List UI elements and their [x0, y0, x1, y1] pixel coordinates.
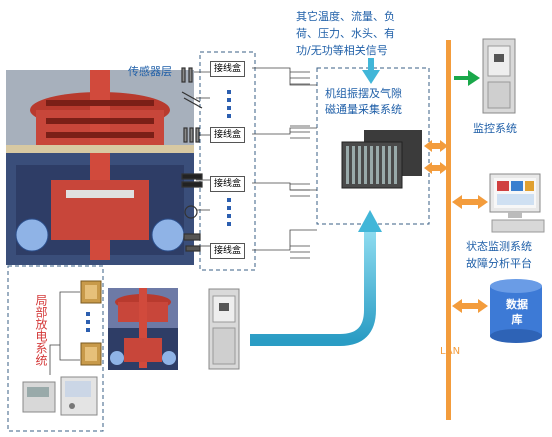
pd-sensor-top-icon — [80, 280, 102, 308]
right-lan-arrows — [452, 195, 488, 313]
acquisition-line-1: 机组振摆及气隙 — [325, 87, 402, 100]
acquisition-system-label: 机组振摆及气隙 磁通量采集系统 — [325, 86, 402, 118]
platform-line-1: 状态监测系统 — [466, 240, 532, 253]
signals-line-1: 其它温度、流量、负 — [296, 10, 395, 23]
junction-box-3: 接线盒 — [210, 176, 246, 192]
pd-pipe-arrow — [250, 230, 376, 346]
junction-box-4: 接线盒 — [210, 243, 246, 259]
lan-label: LAN — [440, 346, 461, 357]
sensor-probe-icon — [180, 66, 208, 270]
sensor-layer-label: 传感器层 — [128, 65, 172, 78]
generator-small-illustration — [108, 288, 178, 370]
signals-line-2: 荷、压力、水头、有 — [296, 27, 395, 40]
junction-dots — [86, 90, 231, 332]
collector-lan-arrows — [424, 140, 448, 174]
lan-bar — [446, 40, 451, 420]
acquisition-line-2: 磁通量采集系统 — [325, 103, 402, 116]
pd-pipe-arrow-head — [358, 210, 382, 232]
workstation-icon — [488, 172, 548, 240]
condition-platform-label: 状态监测系统 故障分析平台 — [466, 238, 532, 272]
monitoring-cabinet-icon — [482, 38, 516, 118]
other-signals-text: 其它温度、流量、负 荷、压力、水头、有 功/无功等相关信号 — [296, 8, 444, 59]
monitoring-system-label: 监控系统 — [473, 122, 517, 135]
database-label: 数据库 — [506, 298, 528, 326]
collector-rack-icon — [340, 128, 425, 194]
monitor-arrow-head — [468, 70, 480, 86]
junction-box-2: 接线盒 — [210, 127, 246, 143]
junction-box-1: 接线盒 — [210, 61, 246, 77]
pd-instrument-left-icon — [22, 378, 56, 418]
signals-line-3: 功/无功等相关信号 — [296, 44, 388, 57]
pd-dashed-box — [7, 265, 104, 432]
pd-instrument-right-icon — [60, 376, 98, 420]
partial-discharge-label: 局部放电系统 — [34, 294, 48, 366]
pd-sensor-bottom-icon — [80, 342, 102, 370]
database-icon — [488, 278, 544, 348]
sensor-dashed-box — [199, 51, 256, 271]
platform-line-2: 故障分析平台 — [466, 257, 532, 270]
pd-cabinet-icon — [208, 288, 240, 374]
signals-arrow-head — [362, 70, 380, 84]
junction-wires — [49, 67, 317, 375]
generator-illustration — [6, 70, 194, 265]
